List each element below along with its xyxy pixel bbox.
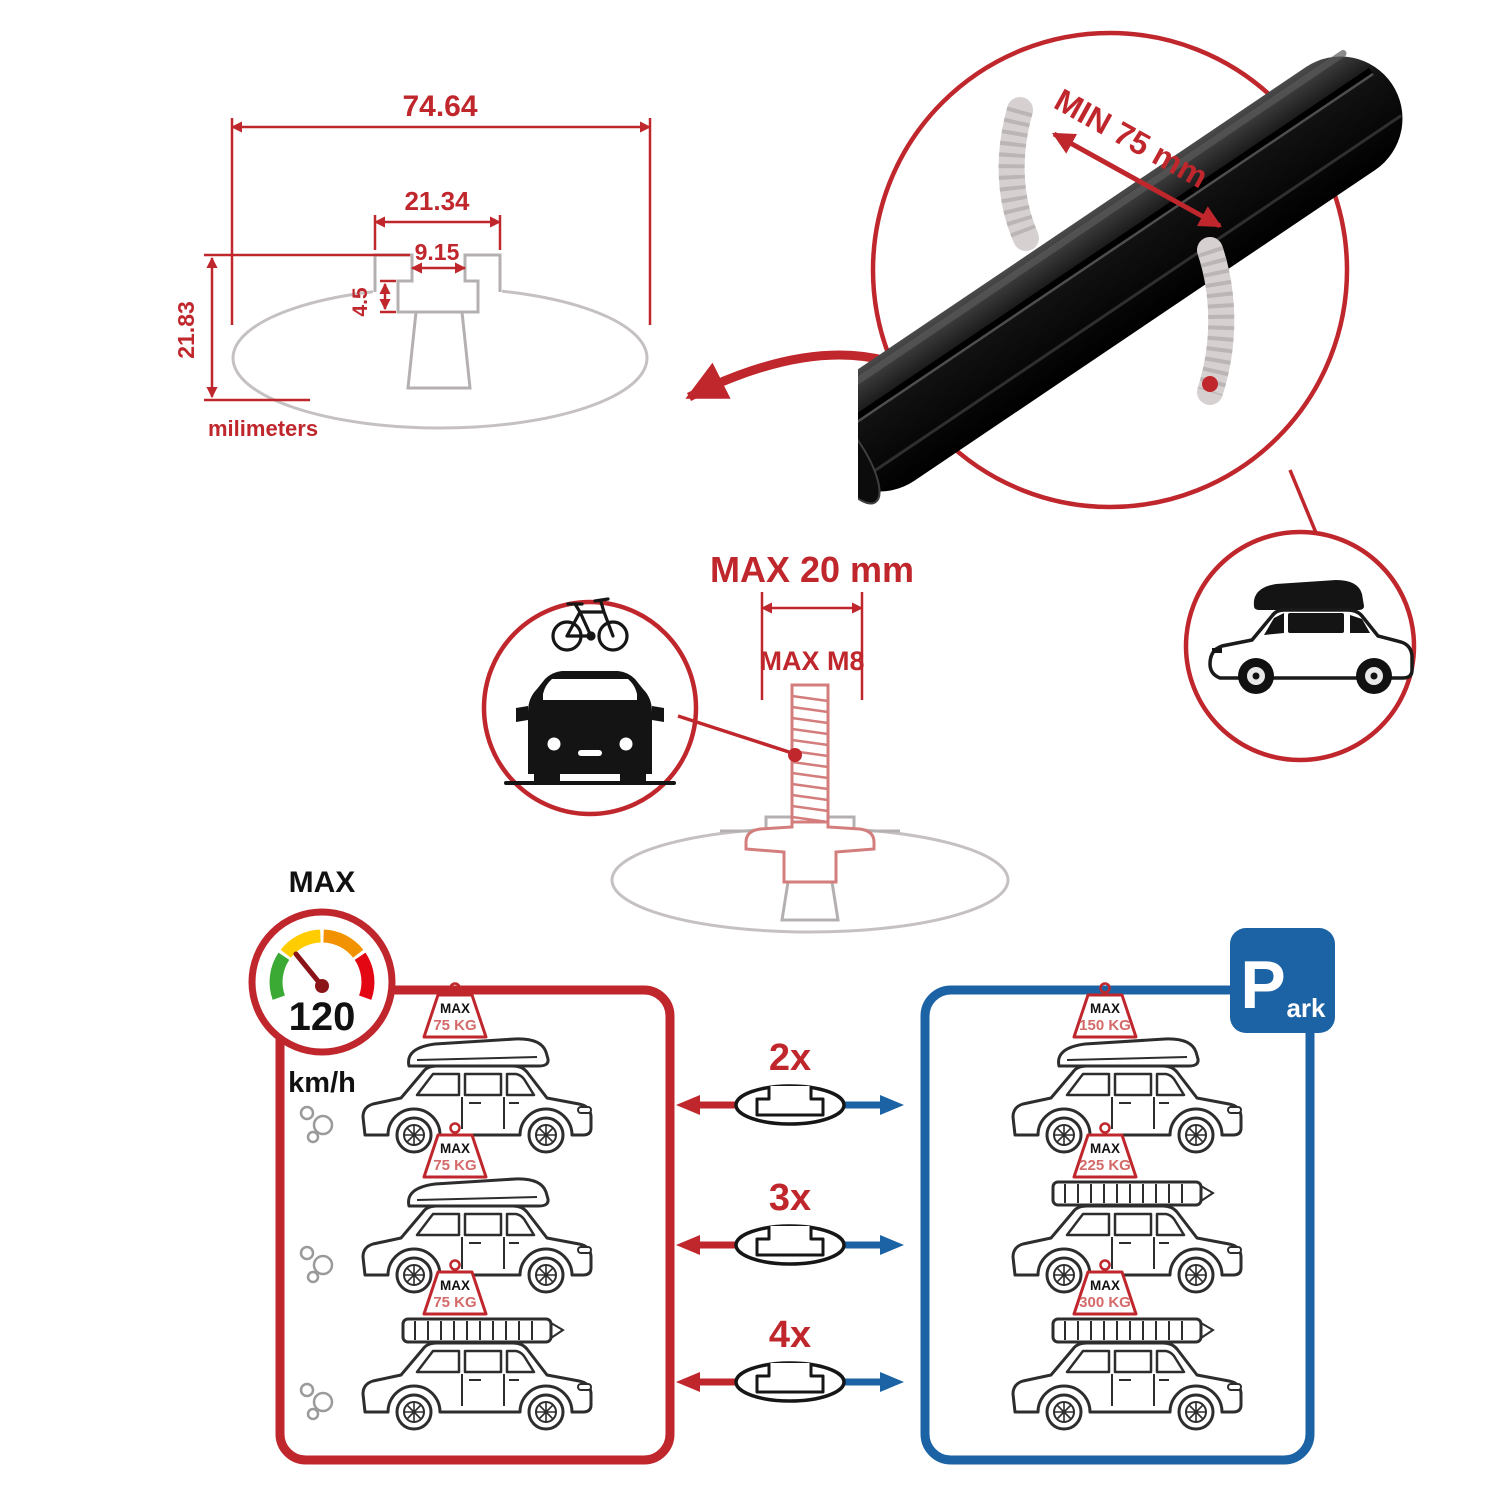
min-span-arrow — [1052, 131, 1222, 229]
bar-count-label: 3x — [769, 1177, 811, 1219]
parking-suffix: ark — [1286, 993, 1326, 1023]
svg-text:225 KG: 225 KG — [1079, 1157, 1131, 1174]
clamp-strap-right — [1197, 237, 1235, 405]
dim-total-width-label: 74.64 — [402, 90, 477, 123]
bolt-max-width-label: MAX 20 mm — [710, 550, 914, 590]
svg-text:150 KG: 150 KG — [1079, 1017, 1131, 1034]
svg-text:MAX: MAX — [1090, 1001, 1120, 1016]
bolt-max-thread-label: MAX M8 — [759, 646, 864, 676]
gauge-arc — [269, 929, 375, 1000]
cross-section-diagram: 74.64 21.34 9.15 4.5 21.83 milimeters — [173, 90, 652, 441]
dim-total-height-label: 21.83 — [173, 301, 199, 359]
slot-stem — [780, 881, 840, 922]
svg-text:75 KG: 75 KG — [433, 1157, 476, 1174]
svg-text:MAX: MAX — [1090, 1141, 1120, 1156]
bar-count-row: 3x — [676, 1177, 904, 1266]
speed-value: 120 — [289, 995, 356, 1039]
svg-text:75 KG: 75 KG — [433, 1017, 476, 1034]
bolt-leader-line — [677, 714, 790, 754]
speed-units: km/h — [288, 1067, 356, 1099]
bolt-detail: MAX 20 mm MAX M8 — [481, 550, 1010, 934]
parked-load-tag: MAX 300 KG — [1072, 1259, 1138, 1316]
t-bolt — [744, 683, 876, 884]
dim-slot-depth-label: 4.5 — [349, 287, 372, 317]
units-label: milimeters — [208, 416, 318, 441]
detail-circle — [870, 30, 1350, 510]
bike-icon — [551, 597, 629, 652]
svg-text:75 KG: 75 KG — [433, 1294, 476, 1311]
bolt-dimension-lines — [760, 592, 864, 700]
clamp-pivot-dot — [1202, 376, 1218, 392]
parked-load-tag: MAX 150 KG — [1072, 982, 1138, 1039]
bar-count-row: 4x — [676, 1314, 904, 1403]
bar-count-label: 4x — [769, 1314, 811, 1356]
bar-count-row: 2x — [676, 1037, 904, 1126]
driving-load-tag: MAX 75 KG — [422, 1122, 488, 1179]
car-front-icon — [504, 671, 676, 785]
suv-wheel-front — [1238, 658, 1274, 694]
svg-text:MAX: MAX — [440, 1141, 470, 1156]
dimension-lines — [204, 118, 652, 402]
bar-count-label: 2x — [769, 1037, 811, 1079]
svg-text:300 KG: 300 KG — [1079, 1294, 1131, 1311]
speed-max-label: MAX — [289, 866, 356, 899]
link-arrow-path — [685, 350, 889, 402]
parked-load-tag: MAX 225 KG — [1072, 1122, 1138, 1179]
driving-car-row — [299, 1317, 593, 1431]
crossbar-3d-view: MIN 75 mm — [858, 30, 1417, 763]
dim-channel-width-label: 21.34 — [404, 186, 470, 216]
svg-text:MAX: MAX — [440, 1278, 470, 1293]
profile-oval — [231, 286, 649, 430]
svg-text:MAX: MAX — [1090, 1278, 1120, 1293]
driving-load-tag: MAX 75 KG — [422, 982, 488, 1039]
parking-letter: P — [1240, 947, 1285, 1023]
load-comparison: P ark MAX 75 KG 2x MAX 150 KG — [275, 928, 1335, 1465]
parking-sign: P ark — [1230, 928, 1335, 1033]
crossbar-3d — [858, 49, 1403, 505]
driving-car-row — [299, 1177, 593, 1294]
svg-text:MAX: MAX — [440, 1001, 470, 1016]
clamp-strap-left — [998, 97, 1039, 251]
gauge-needle — [293, 951, 329, 993]
suv-wheel-rear — [1356, 658, 1392, 694]
driving-car-row — [299, 1037, 593, 1154]
link-arrow — [685, 350, 889, 402]
driving-load-tag: MAX 75 KG — [422, 1259, 488, 1316]
dim-slot-width-label: 9.15 — [415, 239, 460, 265]
bolt-dot — [788, 748, 802, 762]
suv-with-roofbox — [1208, 580, 1414, 694]
speed-limit-gauge: MAX 120 km/h — [248, 866, 396, 1099]
